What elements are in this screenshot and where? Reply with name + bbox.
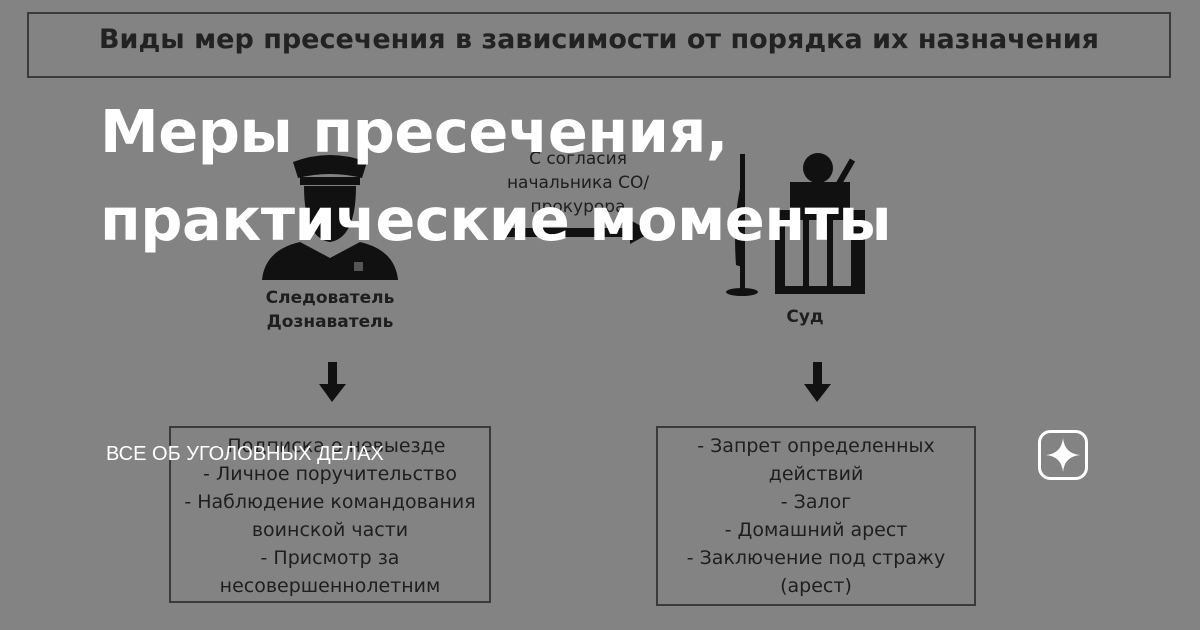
channel-name: ВСЕ ОБ УГОЛОВНЫХ ДЕЛАХ — [106, 443, 384, 465]
zen-star-logo-icon — [1038, 430, 1088, 480]
list-item: - Присмотр за — [260, 547, 400, 569]
list-item: - Наблюдение командования — [184, 491, 476, 513]
background-frame-title: Виды мер пресечения в зависимости от пор… — [98, 24, 1100, 55]
list-item: - Запрет определенных — [697, 435, 935, 457]
police-officer-icon — [262, 155, 398, 280]
background-frame — [27, 12, 1171, 78]
court-label: Суд — [786, 307, 824, 327]
list-item: несовершеннолетним — [219, 575, 441, 597]
list-item: (арест) — [780, 575, 852, 597]
list-item: воинской части — [251, 519, 409, 541]
headline-line-2: практические моменты — [100, 185, 892, 254]
investigator-measures-box: - Подписка о невыезде - Личное поручител… — [169, 426, 491, 603]
investigator-label: Следователь Дознаватель — [265, 288, 395, 332]
list-item: - Подписка о невыезде — [214, 435, 446, 457]
list-item: - Залог — [780, 491, 852, 513]
approval-arrow-label: С согласия начальника СО/ прокурора — [506, 149, 650, 217]
list-item: - Домашний арест — [724, 519, 908, 541]
list-item: действий — [768, 463, 864, 485]
list-item: - Заключение под стражу — [686, 547, 946, 569]
headline-line-1: Меры пресечения, — [100, 97, 728, 166]
court-measures-box: - Запрет определенных действий - Залог -… — [656, 426, 976, 606]
list-item: - Личное поручительство — [203, 463, 457, 485]
flag-icon — [726, 154, 758, 296]
article-headline: Меры пресечения, практические моменты — [100, 88, 1000, 264]
police-badge-icon — [354, 262, 363, 271]
arrow-down-icon — [319, 362, 831, 402]
arrow-right-icon — [504, 220, 652, 244]
